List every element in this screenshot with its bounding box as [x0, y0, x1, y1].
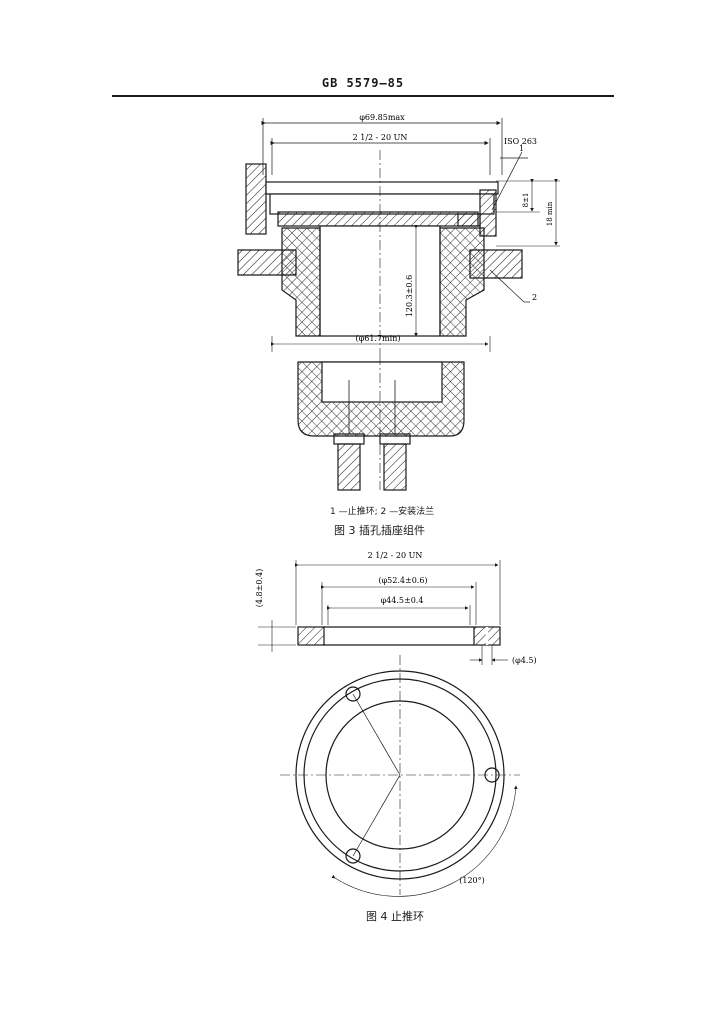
fig3-gap: 8±1 [522, 193, 530, 208]
fig3-iso: ISO 263 [504, 137, 537, 146]
fig3-callout-1: 1 [519, 144, 524, 153]
fig3-caption: 图 3 插孔插座组件 [334, 524, 425, 537]
fig4-pitch-dia: (φ52.4±0.6) [378, 576, 427, 585]
fig3-legend: 1 —止推环; 2 —安装法兰 [330, 507, 435, 517]
fig4-angle: (120°) [459, 876, 485, 885]
figure4-stop-ring [258, 560, 520, 897]
fig4-inner-dia: φ44.5±0.4 [381, 596, 424, 605]
fig3-thread: 2 1/2 - 20 UN [353, 133, 408, 142]
fig3-outer-dia: φ69.85max [359, 113, 405, 122]
fig4-thickness: (4.8±0.4) [255, 569, 264, 607]
fig4-thread: 2 1/2 - 20 UN [368, 551, 423, 560]
fig3-callout-2: 2 [532, 293, 537, 302]
fig4-caption: 图 4 止推环 [366, 910, 424, 923]
header-rule [112, 95, 614, 97]
standard-number: GB 5579—85 [321, 76, 405, 90]
figure3-assembly [237, 118, 560, 491]
fig4-hole-dia: (φ4.5) [512, 656, 537, 665]
fig3-bore-min: (φ61.7min) [356, 334, 401, 343]
fig3-depth: 120.3±0.6 [405, 275, 414, 317]
page-header: GB 5579—85 [112, 76, 614, 100]
fig3-min-len: 18 min [546, 201, 554, 226]
